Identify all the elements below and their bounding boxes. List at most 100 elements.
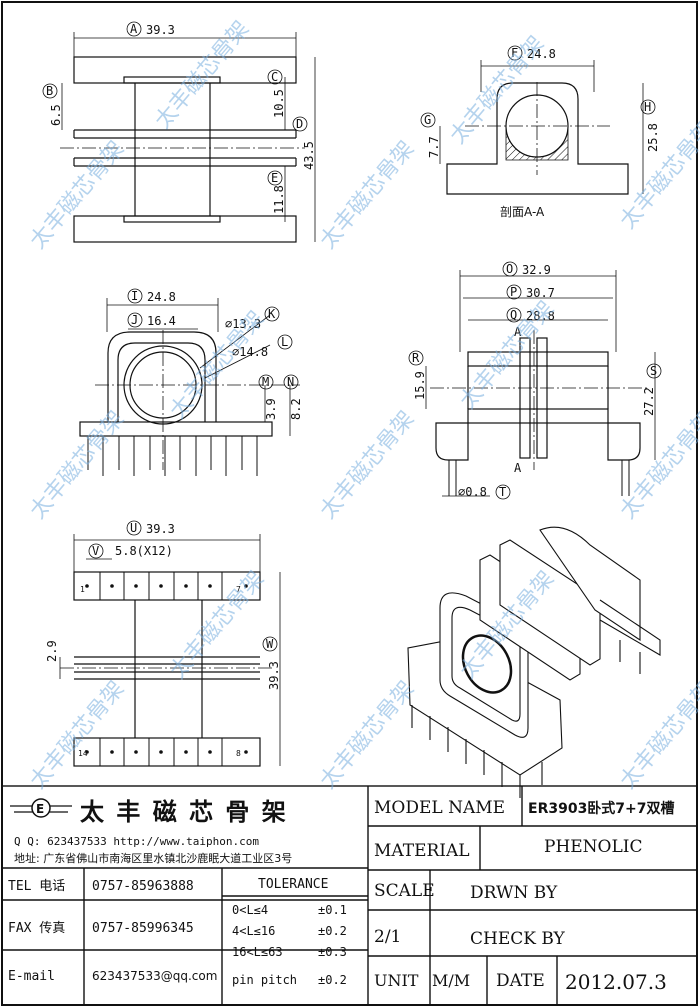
- company-qq-web: Q Q: 623437533 http://www.taiphon.com: [14, 835, 259, 848]
- view-top-pins: [85, 584, 248, 754]
- dim-W: 39.3: [267, 661, 281, 690]
- pin-1-label: 1: [80, 585, 85, 594]
- svg-text:C: C: [271, 70, 278, 84]
- scale-value: 2/1: [374, 927, 401, 947]
- dim-P: 30.7: [526, 286, 555, 300]
- svg-text:S: S: [650, 364, 657, 378]
- dim-L: ⌀14.8: [232, 345, 268, 359]
- svg-text:A: A: [130, 22, 138, 36]
- tol-value-4: ±0.2: [318, 973, 347, 987]
- view-top-labels: U 39.3 V 5.8(X12) W 39.3 2.9 1 7 14 8: [45, 520, 281, 758]
- tol-range-2: 4<L≤16: [232, 924, 275, 938]
- svg-text:W: W: [266, 637, 274, 651]
- pin-14-label: 14: [78, 749, 88, 758]
- view-top: [59, 534, 281, 767]
- check-by-label: CHECK BY: [470, 929, 566, 949]
- tel-number: 0757-85963888: [92, 879, 194, 894]
- scale-label: SCALE: [374, 881, 435, 901]
- date-label: DATE: [496, 971, 545, 991]
- watermark-text: 太丰磁芯骨架: [165, 567, 269, 684]
- dim-B: 6.5: [49, 104, 63, 126]
- dim-S: 27.2: [642, 387, 656, 416]
- svg-text:V: V: [92, 544, 99, 558]
- svg-text:I: I: [131, 289, 138, 303]
- dim-F: 24.8: [527, 47, 556, 61]
- dim-C: 10.5: [272, 89, 286, 118]
- view-isometric: [407, 526, 661, 798]
- title-block: [1, 785, 698, 1006]
- view-side: [425, 270, 656, 497]
- dim-V: 5.8(X12): [115, 544, 173, 558]
- section-mark-top: A: [514, 325, 522, 339]
- drawn-by-label: DRWN BY: [470, 883, 558, 903]
- section-mark-bottom: A: [514, 461, 522, 475]
- watermark-text: 太丰磁芯骨架: [315, 677, 419, 794]
- svg-text:B: B: [46, 84, 53, 98]
- watermark-text: 太丰磁芯骨架: [615, 677, 700, 794]
- dim-U: 39.3: [146, 522, 175, 536]
- watermark-text: 太丰磁芯骨架: [165, 307, 269, 424]
- dim-T: ⌀0.8: [458, 485, 487, 499]
- dim-G: 7.7: [427, 136, 441, 158]
- svg-text:E: E: [271, 171, 278, 185]
- tol-range-3: 16<L≤63: [232, 945, 283, 959]
- watermark-text: 太丰磁芯骨架: [455, 297, 559, 414]
- fax-number: 0757-85996345: [92, 921, 194, 936]
- view-front: [60, 32, 316, 243]
- view-section: [439, 60, 644, 195]
- watermark-text: 太丰磁芯骨架: [25, 677, 129, 794]
- email-label: E-mail: [8, 969, 55, 984]
- dim-extra: 2.9: [45, 640, 59, 662]
- svg-text:Q: Q: [510, 308, 517, 322]
- tolerance-title: TOLERANCE: [258, 877, 328, 892]
- dim-Q: 28.8: [526, 309, 555, 323]
- dim-D: 43.5: [302, 141, 316, 170]
- svg-text:H: H: [644, 100, 651, 114]
- title-block-text: 太 丰 磁 芯 骨 架 Q Q: 623437533 http://www.ta…: [8, 797, 675, 994]
- model-name-value: ER3903卧式7+7双槽: [528, 800, 675, 817]
- watermark-text: 太丰磁芯骨架: [315, 407, 419, 524]
- tel-label: TEL 电话: [8, 879, 65, 894]
- view-side-labels: O 32.9 P 30.7 Q 28.8 A A R 15.9 S 27.2 ⌀…: [408, 261, 662, 500]
- pin-7-label: 7: [236, 585, 241, 594]
- section-label: 剖面A-A: [500, 205, 545, 219]
- svg-text:O: O: [506, 262, 513, 276]
- watermark-layer: 太丰磁芯骨架 太丰磁芯骨架 太丰磁芯骨架 太丰磁芯骨架 太丰磁芯骨架 太丰磁芯骨…: [25, 17, 700, 794]
- tol-value-2: ±0.2: [318, 924, 347, 938]
- watermark-text: 太丰磁芯骨架: [25, 407, 129, 524]
- svg-text:P: P: [510, 285, 517, 299]
- unit-value: M/M: [432, 971, 470, 990]
- pin-8-label: 8: [236, 749, 241, 758]
- tol-range-1: 0<L≤4: [232, 903, 268, 917]
- dim-R: 15.9: [413, 371, 427, 400]
- svg-text:G: G: [424, 113, 431, 127]
- dim-H: 25.8: [646, 123, 660, 152]
- view-end: [79, 298, 300, 476]
- dim-A: 39.3: [146, 23, 175, 37]
- model-name-label: MODEL NAME: [374, 798, 505, 818]
- svg-text:M: M: [262, 375, 269, 389]
- dim-N: 8.2: [289, 398, 303, 420]
- view-section-labels: F 24.8 G 7.7 H 25.8 剖面A-A: [420, 45, 660, 219]
- tol-value-1: ±0.1: [318, 903, 347, 917]
- svg-text:F: F: [511, 46, 518, 60]
- watermark-text: 太丰磁芯骨架: [315, 137, 419, 254]
- svg-text:D: D: [296, 117, 303, 131]
- svg-text:T: T: [499, 485, 506, 499]
- material-value: PHENOLIC: [544, 837, 643, 857]
- svg-text:L: L: [281, 335, 288, 349]
- company-name: 太 丰 磁 芯 骨 架: [80, 797, 288, 826]
- view-end-labels: I 24.8 J 16.4 ⌀13.3 K ⌀14.8 L M 3.9 N 8.…: [127, 288, 303, 420]
- material-label: MATERIAL: [374, 841, 470, 861]
- svg-text:K: K: [268, 307, 276, 321]
- date-value: 2012.07.3: [565, 970, 667, 994]
- svg-text:R: R: [412, 351, 420, 365]
- dim-K: ⌀13.3: [225, 317, 261, 331]
- unit-label: UNIT: [374, 971, 419, 990]
- dim-O: 32.9: [522, 263, 551, 277]
- dim-I: 24.8: [147, 290, 176, 304]
- svg-text:J: J: [131, 313, 138, 327]
- company-logo: E: [10, 798, 72, 818]
- svg-text:U: U: [130, 521, 137, 535]
